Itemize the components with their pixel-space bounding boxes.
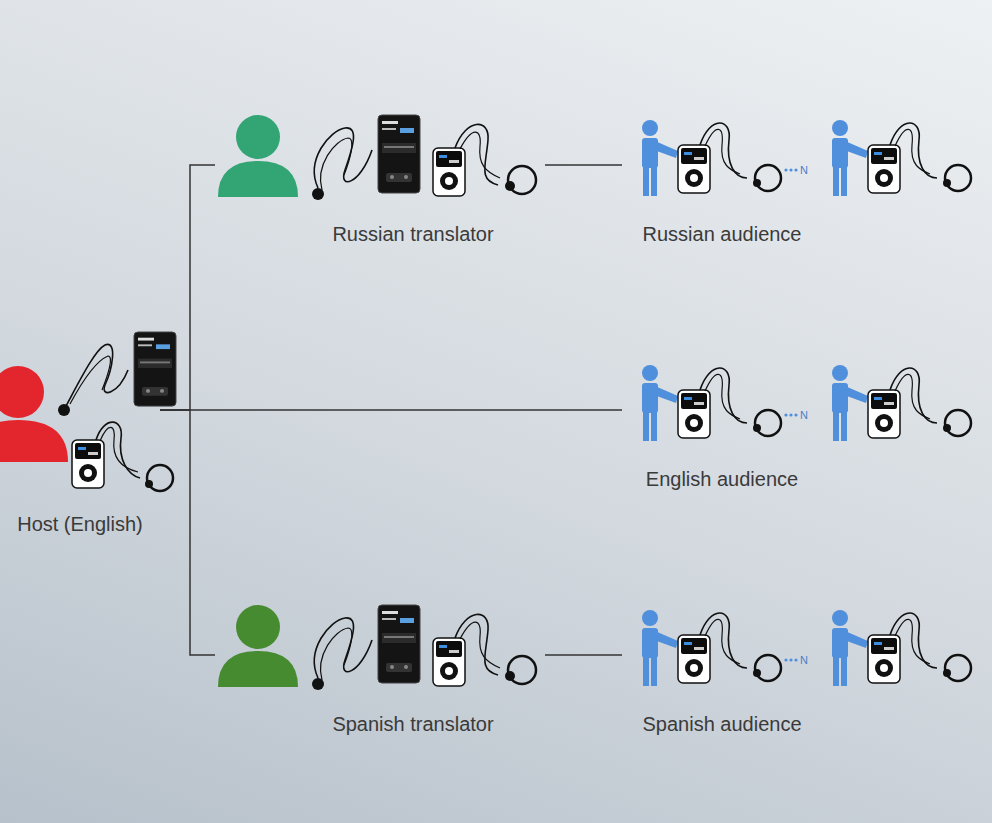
group-label: English audience xyxy=(646,467,798,491)
signal-line xyxy=(160,410,215,655)
audience-group: Spanish audience xyxy=(622,595,982,740)
audience-group: English audience xyxy=(622,360,982,495)
group-label: Spanish audience xyxy=(642,712,801,736)
signal-line xyxy=(160,409,622,411)
group-label: Russian translator xyxy=(332,222,493,246)
spanish-translator-figure xyxy=(218,605,536,690)
count-label: N xyxy=(800,654,808,666)
group-label: Spanish translator xyxy=(332,712,493,736)
group-label: Host (English) xyxy=(17,512,143,536)
audience-group: Russian audience xyxy=(622,105,982,250)
host-group: Host (English) xyxy=(0,330,160,540)
group-label: Russian audience xyxy=(643,222,802,246)
signal-line xyxy=(545,164,622,166)
count-label: N xyxy=(800,164,808,176)
translator-group: Russian translator xyxy=(215,105,545,250)
host-figure xyxy=(0,332,176,491)
audience-figures xyxy=(642,120,971,686)
russian-translator-figure xyxy=(218,115,536,200)
signal-line xyxy=(160,165,215,410)
translator-group: Spanish translator xyxy=(215,595,545,740)
count-label: N xyxy=(800,409,808,421)
signal-line xyxy=(545,654,622,656)
